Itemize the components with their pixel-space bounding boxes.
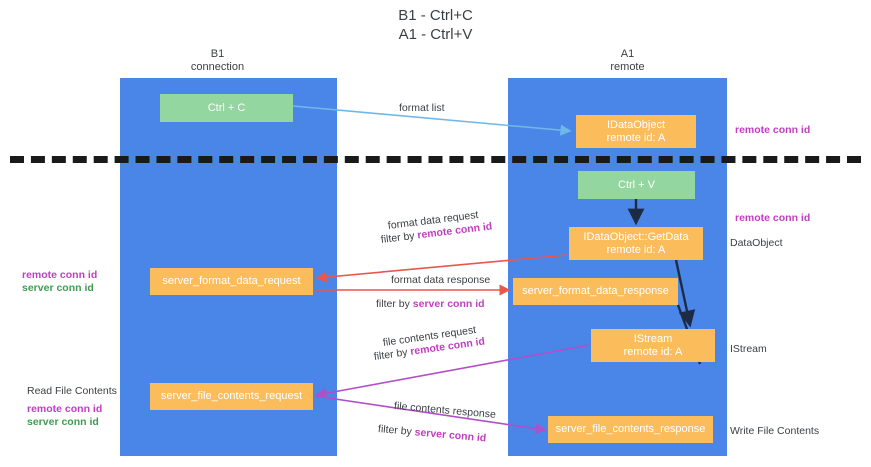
node-ctrl-c[interactable]: Ctrl + C — [160, 94, 293, 122]
annotation-remote-conn-id-mid-left: remote conn id — [22, 269, 98, 281]
page-title: B1 - Ctrl+C A1 - Ctrl+V — [398, 7, 473, 43]
node-idataobject-getdata[interactable]: IDataObject::GetData remote id: A — [569, 227, 703, 260]
node-ctrl-v[interactable]: Ctrl + V — [578, 171, 695, 199]
annotation-remote-conn-id-bottom-left: remote conn id — [27, 403, 103, 415]
filter-key-server-conn-id: server conn id — [412, 298, 485, 310]
node-istream[interactable]: IStream remote id: A — [591, 329, 715, 362]
node-server-file-contents-response[interactable]: server_file_contents_response — [548, 416, 713, 443]
column-header-a1: A1 remote — [610, 48, 645, 73]
annotation-read-file-contents: Read File Contents — [27, 385, 117, 397]
edge-label-file-contents-response-filter: filter by server conn id — [377, 423, 487, 445]
annotation-dataobject: DataObject — [730, 237, 783, 249]
annotation-server-conn-id-mid-left: server conn id — [22, 282, 94, 294]
filter-prefix: filter by — [373, 345, 412, 363]
filter-prefix: filter by — [377, 423, 416, 439]
node-server-format-data-response[interactable]: server_format_data_response — [513, 278, 678, 305]
annotation-server-conn-id-bottom-left: server conn id — [27, 416, 99, 428]
filter-prefix: filter by — [376, 298, 413, 310]
edge-label-format-data-response-filter: filter by server conn id — [376, 298, 485, 311]
annotation-remote-conn-id-top: remote conn id — [735, 124, 811, 136]
node-server-file-contents-request[interactable]: server_file_contents_request — [150, 383, 313, 410]
node-server-format-data-request[interactable]: server_format_data_request — [150, 268, 313, 295]
column-header-b1: B1 connection — [190, 48, 245, 73]
annotation-remote-conn-id-mid-right: remote conn id — [735, 212, 811, 224]
node-idataobject[interactable]: IDataObject remote id: A — [576, 115, 696, 148]
filter-key-server-conn-id: server conn id — [414, 426, 487, 445]
annotation-write-file-contents: Write File Contents — [730, 425, 820, 437]
annotation-istream: IStream — [730, 343, 767, 355]
edge-label-file-contents-response: file contents response — [393, 400, 497, 421]
edge-label-format-list: format list — [399, 102, 445, 114]
filter-prefix: filter by — [380, 229, 419, 246]
edge-label-format-data-response: format data response — [391, 274, 491, 286]
section-divider — [10, 156, 861, 163]
